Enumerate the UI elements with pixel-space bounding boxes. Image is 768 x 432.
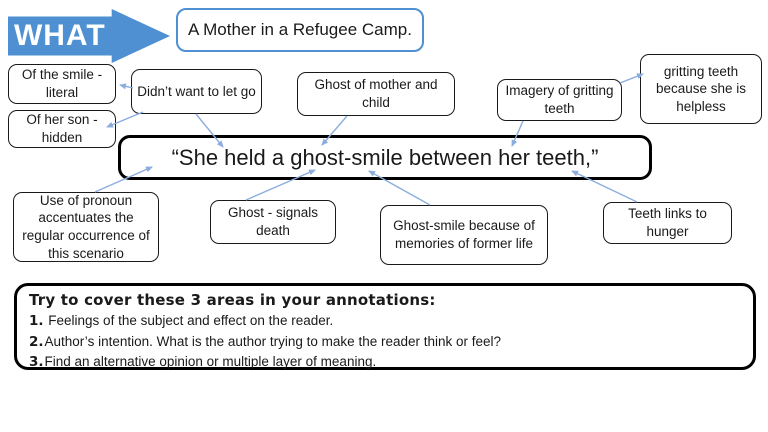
annotation-smile-literal: Of the smile - literal bbox=[8, 64, 116, 104]
annotation-text: Ghost of mother and child bbox=[314, 77, 438, 110]
instruction-text: Find an alternative opinion or multiple … bbox=[44, 354, 377, 370]
annotation-text: Ghost - signals death bbox=[227, 205, 319, 238]
instruction-text: Feelings of the subject and effect on th… bbox=[44, 313, 334, 328]
what-arrow-label: WHAT bbox=[13, 19, 106, 52]
instruction-number: 3. bbox=[29, 354, 44, 371]
annotation-text: Ghost-smile because of memories of forme… bbox=[393, 218, 535, 251]
annotation-text: Use of pronoun accentuates the regular o… bbox=[22, 192, 150, 261]
instruction-item-2: 2.Author’s intention. What is the author… bbox=[29, 332, 741, 353]
instruction-text: Author’s intention. What is the author t… bbox=[44, 333, 502, 349]
annotation-pronoun: Use of pronoun accentuates the regular o… bbox=[13, 192, 159, 262]
what-arrow-shape: WHAT bbox=[8, 9, 170, 63]
annotation-text: gritting teeth because she is helpless bbox=[655, 63, 747, 114]
annotation-instructions-box: Try to cover these 3 areas in your annot… bbox=[14, 283, 756, 370]
annotation-text: Teeth links to hunger bbox=[628, 206, 707, 239]
annotation-text: Imagery of gritting teeth bbox=[505, 83, 614, 116]
poem-title-box: A Mother in a Refugee Camp. bbox=[176, 8, 424, 52]
instructions-heading: Try to cover these 3 areas in your annot… bbox=[29, 291, 436, 309]
annotation-son-hidden: Of her son - hidden bbox=[8, 110, 116, 148]
instruction-item-3: 3.Find an alternative opinion or multipl… bbox=[29, 352, 741, 373]
annotation-ghost-death: Ghost - signals death bbox=[210, 200, 336, 244]
annotation-gritting-helpless: gritting teeth because she is helpless bbox=[640, 54, 762, 124]
annotation-teeth-hunger: Teeth links to hunger bbox=[603, 202, 732, 244]
poem-title: A Mother in a Refugee Camp. bbox=[188, 20, 412, 40]
annotation-ghost-mother-child: Ghost of mother and child bbox=[297, 72, 455, 116]
annotation-text: Of her son - hidden bbox=[26, 112, 98, 145]
annotation-text: Didn’t want to let go bbox=[137, 83, 256, 99]
instruction-item-1: 1. Feelings of the subject and effect on… bbox=[29, 311, 741, 332]
annotation-text: Of the smile - literal bbox=[21, 67, 103, 100]
annotation-ghost-smile-memories: Ghost-smile because of memories of forme… bbox=[380, 205, 548, 265]
quote-box: “She held a ghost-smile between her teet… bbox=[118, 135, 652, 180]
annotation-didnt-let-go: Didn’t want to let go bbox=[131, 69, 262, 114]
instruction-number: 2. bbox=[29, 333, 44, 350]
instruction-number: 1. bbox=[29, 313, 44, 329]
annotation-imagery-gritting: Imagery of gritting teeth bbox=[497, 79, 622, 121]
quote-text: “She held a ghost-smile between her teet… bbox=[171, 144, 599, 170]
